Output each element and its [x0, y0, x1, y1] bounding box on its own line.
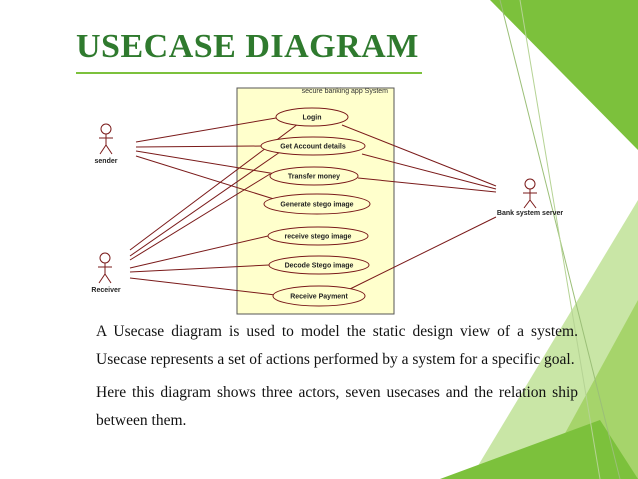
usecase-receive-stego-image: [267, 226, 369, 246]
assoc-receiver-transfer: [129, 173, 271, 261]
actor-sender-head: [100, 123, 112, 135]
assoc-bank-payment: [349, 216, 497, 290]
usecase-receive-stego-image-label: receive stego image: [285, 234, 352, 241]
deco-triangle-top: [490, 0, 638, 150]
usecase-get-account-details: [260, 136, 366, 156]
actor-bank-server-leg-left: [523, 199, 531, 209]
usecase-generate-stego-image: [263, 193, 371, 215]
assoc-receiver-receive: [129, 235, 269, 269]
assoc-bank-transfer: [357, 177, 497, 193]
actor-bank-server-head: [524, 178, 536, 190]
actor-receiver-head: [99, 252, 111, 264]
assoc-sender-account: [135, 145, 263, 148]
actor-sender-leg-left: [99, 144, 107, 155]
associations: [129, 116, 497, 297]
actor-sender-label: sender: [95, 158, 118, 165]
description-paragraph-1: A Usecase diagram is used to model the s…: [96, 323, 578, 368]
assoc-sender-login: [135, 116, 283, 143]
usecase-transfer-money-label: Transfer money: [288, 174, 340, 181]
assoc-receiver-decode: [129, 264, 270, 273]
actor-receiver-leg-right: [104, 273, 112, 284]
slide-title: USECASE DIAGRAM: [76, 28, 419, 65]
actor-receiver-label: Receiver: [91, 287, 120, 294]
actor-receiver: [98, 252, 112, 284]
usecase-transfer-money: [269, 166, 359, 186]
actor-receiver-leg-left: [98, 273, 106, 284]
actor-sender-leg-right: [105, 144, 113, 155]
description: A Usecase diagram is used to model the s…: [96, 318, 578, 440]
actor-sender: [99, 123, 113, 155]
assoc-sender-stego: [135, 155, 278, 201]
left-margin: [0, 0, 58, 479]
assoc-bank-account: [361, 153, 497, 190]
usecase-decode-stego-image-label: Decode Stego image: [285, 263, 354, 270]
assoc-sender-transfer: [135, 150, 277, 175]
usecase-receive-payment-label: Receive Payment: [290, 294, 348, 301]
actor-bank-server-leg-right: [529, 199, 537, 209]
assoc-receiver-account: [129, 151, 281, 257]
usecase-login: [275, 107, 349, 127]
deco-triangle-bottom: [440, 420, 638, 479]
actor-bank-server: [523, 178, 537, 209]
usecase-get-account-details-label: Get Account details: [280, 144, 346, 151]
title-underline: [76, 72, 422, 74]
system-label: secure banking app System: [302, 88, 389, 95]
usecase-generate-stego-image-label: Generate stego image: [280, 202, 353, 209]
deco-line-2: [519, 0, 601, 479]
assoc-receiver-payment: [129, 277, 285, 297]
description-paragraph-2: Here this diagram shows three actors, se…: [96, 384, 578, 429]
usecase-login-label: Login: [302, 115, 321, 122]
actor-bank-server-label: Bank system server: [497, 210, 563, 217]
assoc-bank-login: [341, 124, 497, 187]
usecase-receive-payment: [272, 285, 366, 307]
usecase-decode-stego-image: [268, 255, 370, 275]
